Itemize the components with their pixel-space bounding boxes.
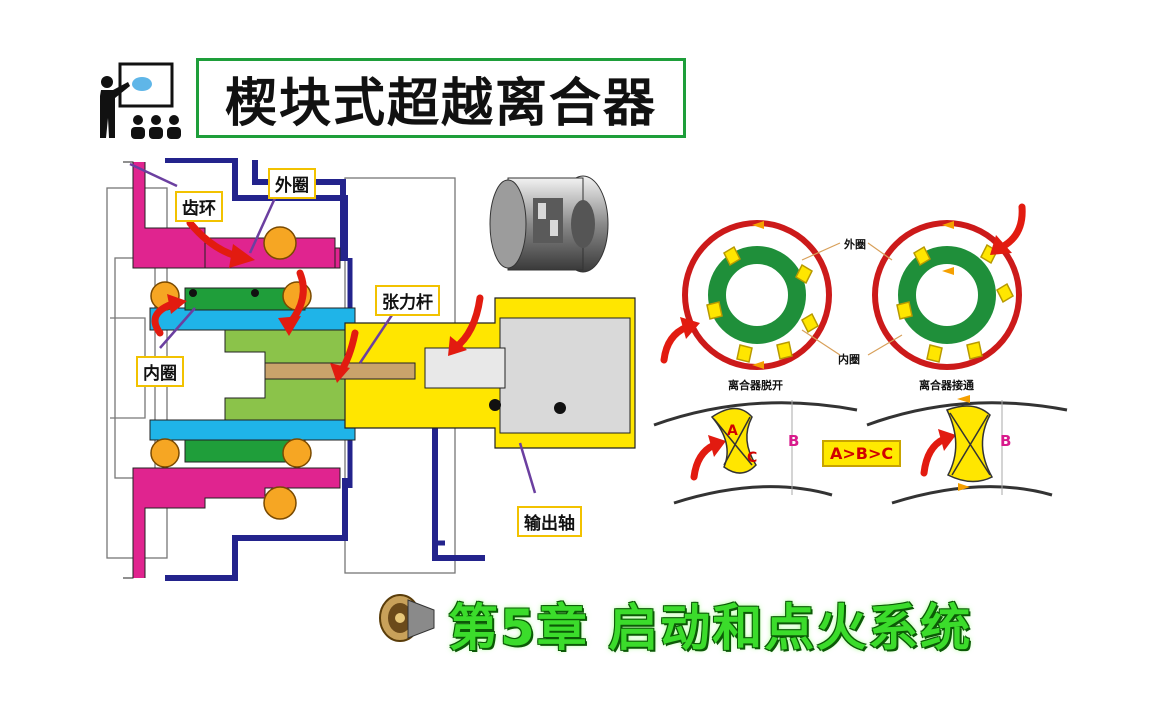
label-outer-ring: 外圈 (268, 168, 316, 199)
chapter-title: 第5章 启动和点火系统 (448, 599, 973, 657)
clutch-3d-render (489, 175, 609, 273)
clutch-cutaway-diagram (106, 158, 636, 581)
label-disengaged: 离合器脱开 (728, 379, 783, 392)
abc-relation: A>B>C (822, 440, 902, 467)
label-right-inner: 内圈 (838, 353, 860, 366)
teacher-icon (100, 62, 181, 139)
label-ring-gear: 齿环 (175, 191, 223, 222)
turbine-engine-icon (379, 594, 435, 642)
label-c: C (747, 450, 758, 466)
label-output-shaft: 输出轴 (517, 506, 582, 537)
label-tension-rod: 张力杆 (375, 285, 440, 316)
label-a: A (727, 423, 738, 439)
label-right-outer: 外圈 (844, 238, 866, 251)
label-inner-ring: 内圈 (136, 356, 184, 387)
page-title: 楔块式超越离合器 (224, 73, 657, 134)
ring-gear-bottom (123, 467, 341, 579)
label-b-right: B (1000, 432, 1012, 450)
title-frame: 楔块式超越离合器 (196, 58, 686, 138)
label-b-left: B (788, 432, 800, 450)
sprag-diagram (653, 203, 1068, 505)
label-engaged: 离合器接通 (919, 379, 974, 392)
